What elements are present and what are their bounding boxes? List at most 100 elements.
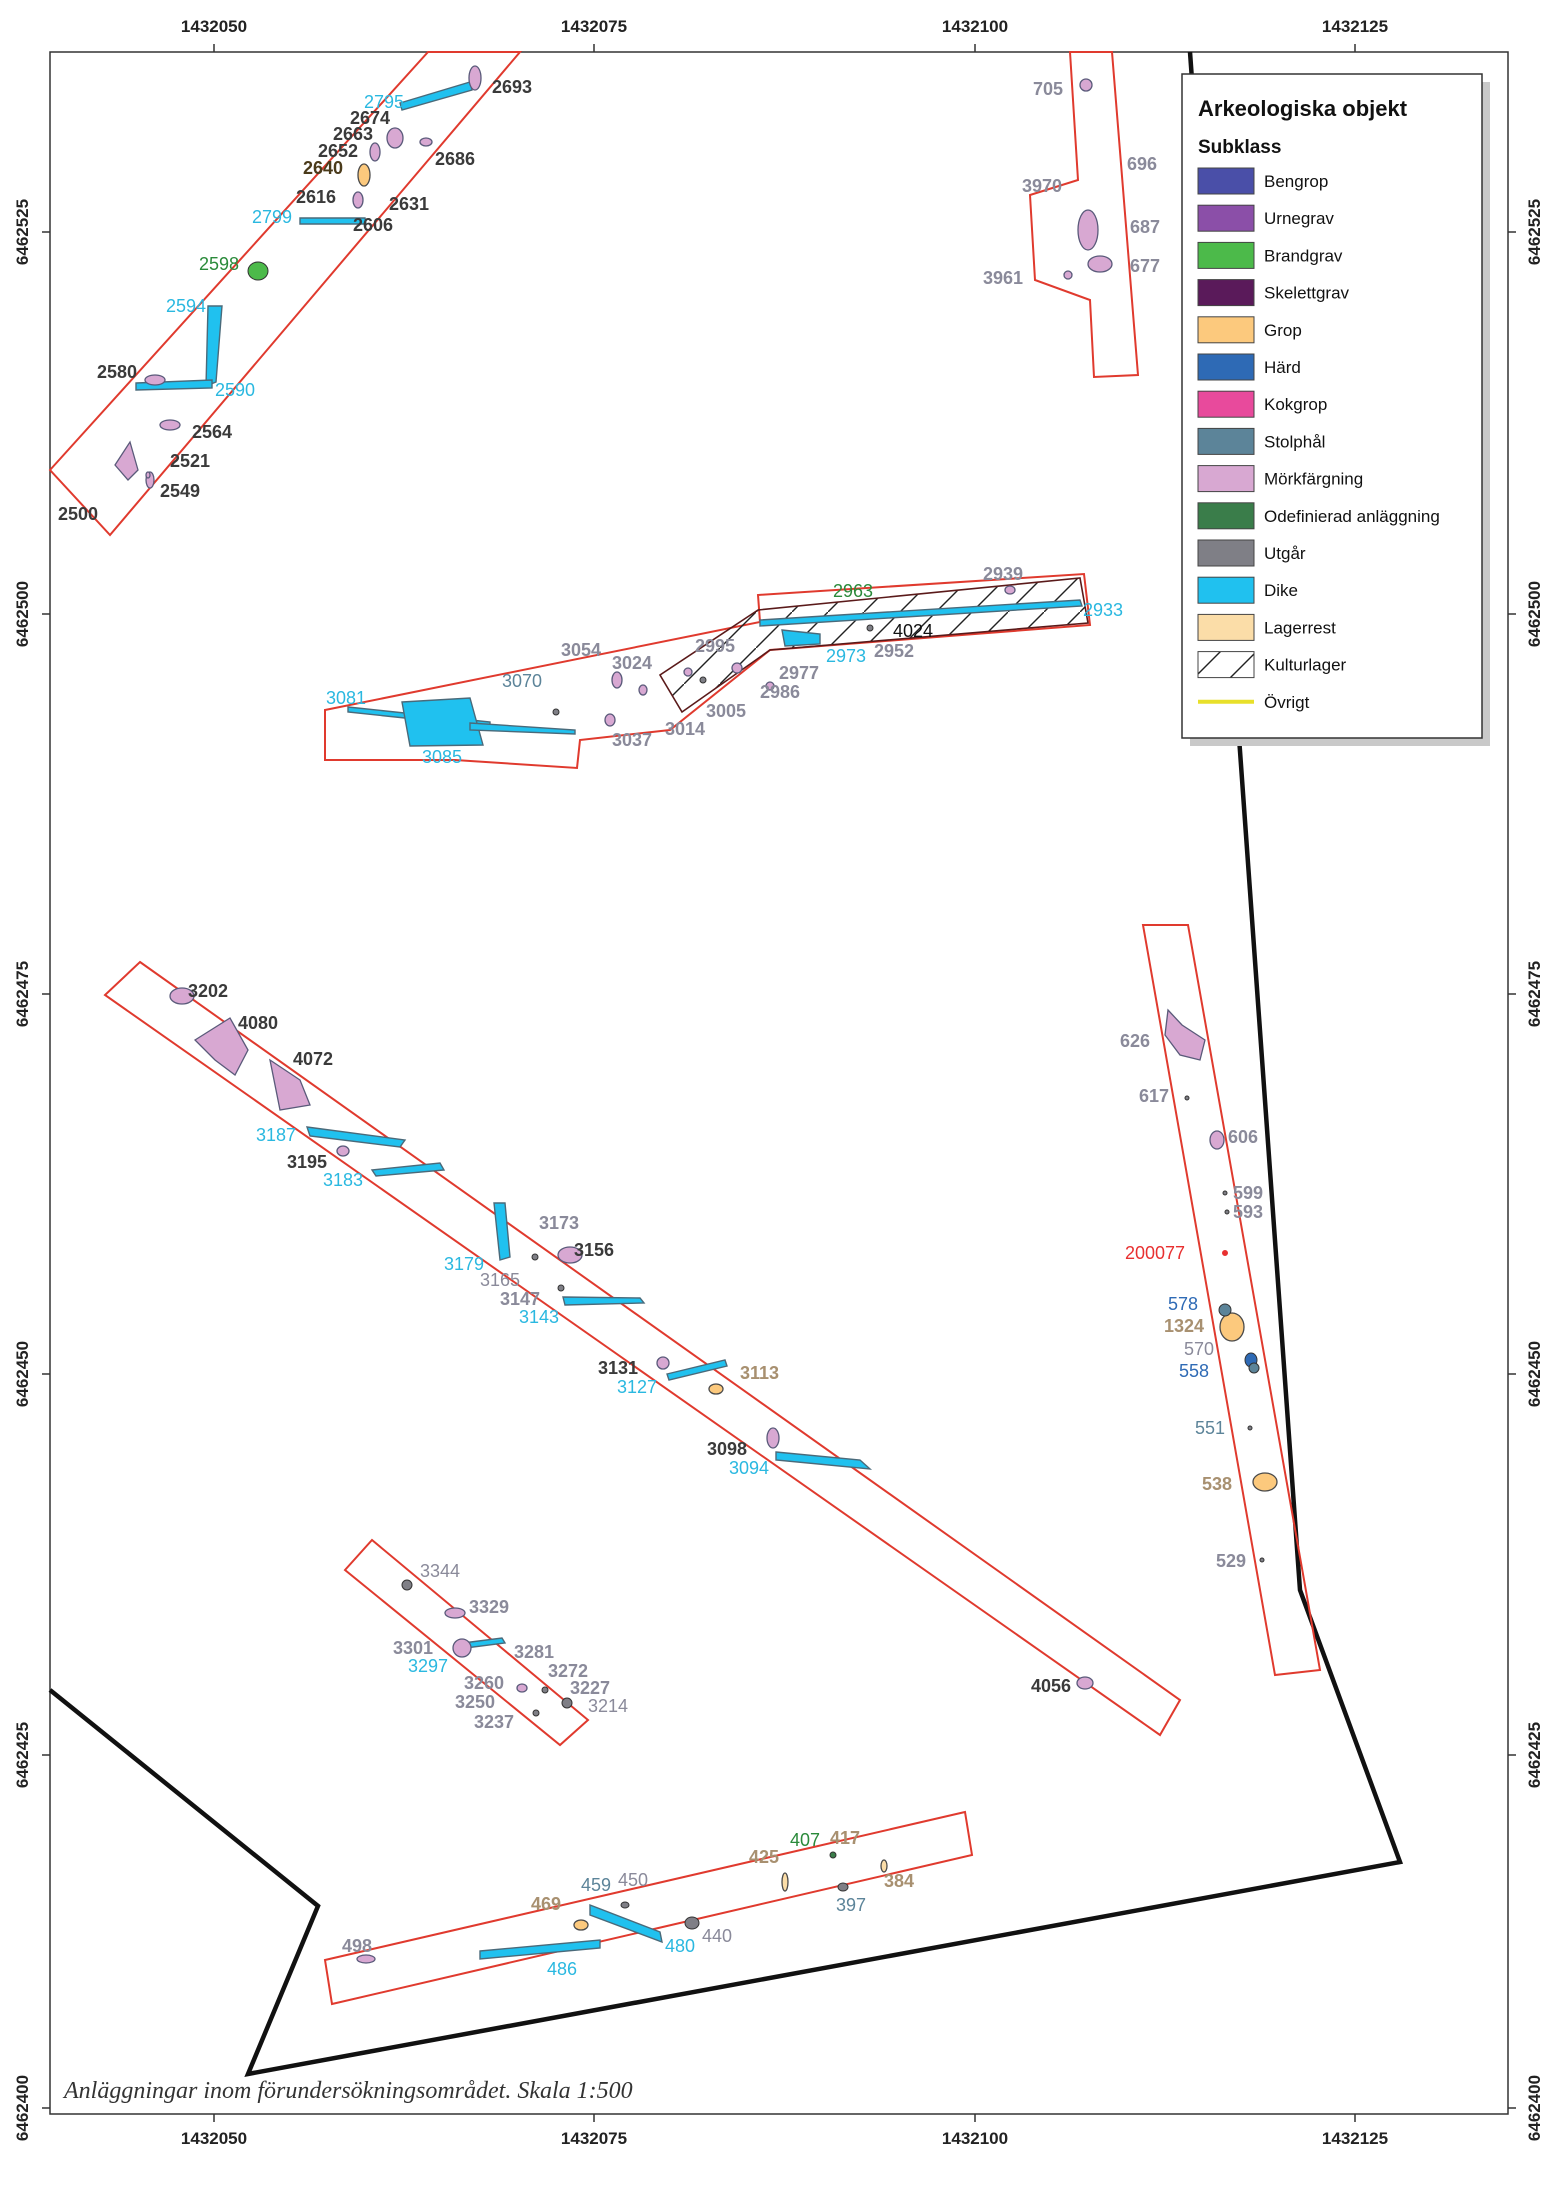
legend-swatch-mörkfärgning xyxy=(1197,465,1255,493)
label-2640: 2640 xyxy=(303,158,343,178)
label-3214: 3214 xyxy=(588,1696,628,1716)
x-coord-top-3: 1432100 xyxy=(942,17,1008,36)
label-2963: 2963 xyxy=(833,581,873,601)
legend-swatch-kulturlager xyxy=(1197,651,1255,679)
label-2663: 2663 xyxy=(333,124,373,144)
label-3227: 3227 xyxy=(570,1678,610,1698)
label-2986: 2986 xyxy=(760,682,800,702)
label-677: 677 xyxy=(1130,256,1160,276)
label-3195: 3195 xyxy=(287,1152,327,1172)
label-599: 599 xyxy=(1233,1183,1263,1203)
label-2973: 2973 xyxy=(826,646,866,666)
label-2500: 2500 xyxy=(58,504,98,524)
label-2652: 2652 xyxy=(318,141,358,161)
label-417: 417 xyxy=(830,1828,860,1848)
label-498: 498 xyxy=(342,1936,372,1956)
label-578: 578 xyxy=(1168,1294,1198,1314)
label-593: 593 xyxy=(1233,1202,1263,1222)
label-3165: 3165 xyxy=(480,1270,520,1290)
legend-swatch-stolphål xyxy=(1197,427,1255,455)
label-450: 450 xyxy=(618,1870,648,1890)
label-2693: 2693 xyxy=(492,77,532,97)
legend-label-lagerrest: Lagerrest xyxy=(1264,618,1336,637)
legend-swatch-bengrop xyxy=(1197,167,1255,195)
label-3272: 3272 xyxy=(548,1661,588,1681)
dike-features xyxy=(135,81,1083,1960)
legend-subtitle: Subklass xyxy=(1198,137,1281,158)
legend-swatch-odefinierad-anläggning xyxy=(1197,502,1255,530)
y-coord-left-1: 6462525 xyxy=(13,199,32,265)
y-coord-right-4: 6462450 xyxy=(1525,1341,1544,1407)
label-3127: 3127 xyxy=(617,1377,657,1397)
label-705: 705 xyxy=(1033,79,1063,99)
legend-title: Arkeologiska objekt xyxy=(1198,96,1408,121)
y-coord-left-6: 6462400 xyxy=(13,2075,32,2141)
tick-marks xyxy=(42,44,1516,2122)
y-coord-left-4: 6462450 xyxy=(13,1341,32,1407)
label-2952: 2952 xyxy=(874,641,914,661)
label-3970: 3970 xyxy=(1022,176,1062,196)
label-2631: 2631 xyxy=(389,194,429,214)
label-2995: 2995 xyxy=(695,636,735,656)
label-570: 570 xyxy=(1184,1339,1214,1359)
label-2580: 2580 xyxy=(97,362,137,382)
label-696: 696 xyxy=(1127,154,1157,174)
legend-swatch-urnegrav xyxy=(1197,204,1255,232)
label-3024: 3024 xyxy=(612,653,652,673)
y-coord-right-2: 6462500 xyxy=(1525,581,1544,647)
label-425: 425 xyxy=(749,1847,779,1867)
label-3156: 3156 xyxy=(574,1240,614,1260)
label-2598: 2598 xyxy=(199,254,239,274)
trench-2 xyxy=(1028,51,1140,379)
label-2590: 2590 xyxy=(215,380,255,400)
label-3301: 3301 xyxy=(393,1638,433,1658)
label-480: 480 xyxy=(665,1936,695,1956)
x-coord-top-2: 1432075 xyxy=(561,17,627,36)
y-coord-right-5: 6462425 xyxy=(1525,1722,1544,1788)
label-3113: 3113 xyxy=(740,1363,779,1383)
legend-label-skelettgrav: Skelettgrav xyxy=(1264,284,1350,303)
label-440: 440 xyxy=(702,1926,732,1946)
label-2616: 2616 xyxy=(296,187,336,207)
y-coord-left-3: 6462475 xyxy=(13,961,32,1027)
y-coord-right-6: 6462400 xyxy=(1525,2075,1544,2141)
label-4080: 4080 xyxy=(238,1013,278,1033)
legend-swatch-dike xyxy=(1197,576,1255,604)
legend-label-övrigt: Övrigt xyxy=(1264,693,1310,712)
label-3147: 3147 xyxy=(500,1289,540,1309)
label-2594: 2594 xyxy=(166,296,206,316)
label-407: 407 xyxy=(790,1830,820,1850)
label-2606: 2606 xyxy=(353,215,393,235)
label-3173: 3173 xyxy=(539,1213,579,1233)
label-3344: 3344 xyxy=(420,1561,460,1581)
label-3085: 3085 xyxy=(422,747,462,767)
trench-3 xyxy=(324,572,1092,770)
label-2799: 2799 xyxy=(252,207,292,227)
label-3094: 3094 xyxy=(729,1458,769,1478)
grop-features xyxy=(357,163,1278,1931)
label-3187: 3187 xyxy=(256,1125,296,1145)
legend-label-utgår: Utgår xyxy=(1264,544,1306,563)
label-3070: 3070 xyxy=(502,671,542,691)
label-558: 558 xyxy=(1179,1361,1209,1381)
label-529: 529 xyxy=(1216,1551,1246,1571)
trench-4 xyxy=(103,960,1182,1737)
label-3297: 3297 xyxy=(408,1656,448,1676)
feature-labels: 2693 2795 2674 2663 2652 2686 2640 2616 … xyxy=(58,77,1263,1979)
legend-swatch-härd xyxy=(1197,353,1255,381)
label-551: 551 xyxy=(1195,1418,1225,1438)
legend-items: BengropUrnegravBrandgravSkelettgravGropH… xyxy=(1197,167,1440,712)
y-coord-left-2: 6462500 xyxy=(13,581,32,647)
label-397: 397 xyxy=(836,1895,866,1915)
legend: Arkeologiska objekt Subklass BengropUrne… xyxy=(1181,73,1490,746)
x-coord-bottom-4: 1432125 xyxy=(1322,2129,1388,2148)
label-2549: 2549 xyxy=(160,481,200,501)
label-3329: 3329 xyxy=(469,1597,509,1617)
label-2977: 2977 xyxy=(779,663,819,683)
label-469: 469 xyxy=(531,1894,561,1914)
label-486: 486 xyxy=(547,1959,577,1979)
label-2521: 2521 xyxy=(170,451,210,471)
y-coord-right-3: 6462475 xyxy=(1525,961,1544,1027)
legend-swatch-brandgrav xyxy=(1197,241,1255,269)
